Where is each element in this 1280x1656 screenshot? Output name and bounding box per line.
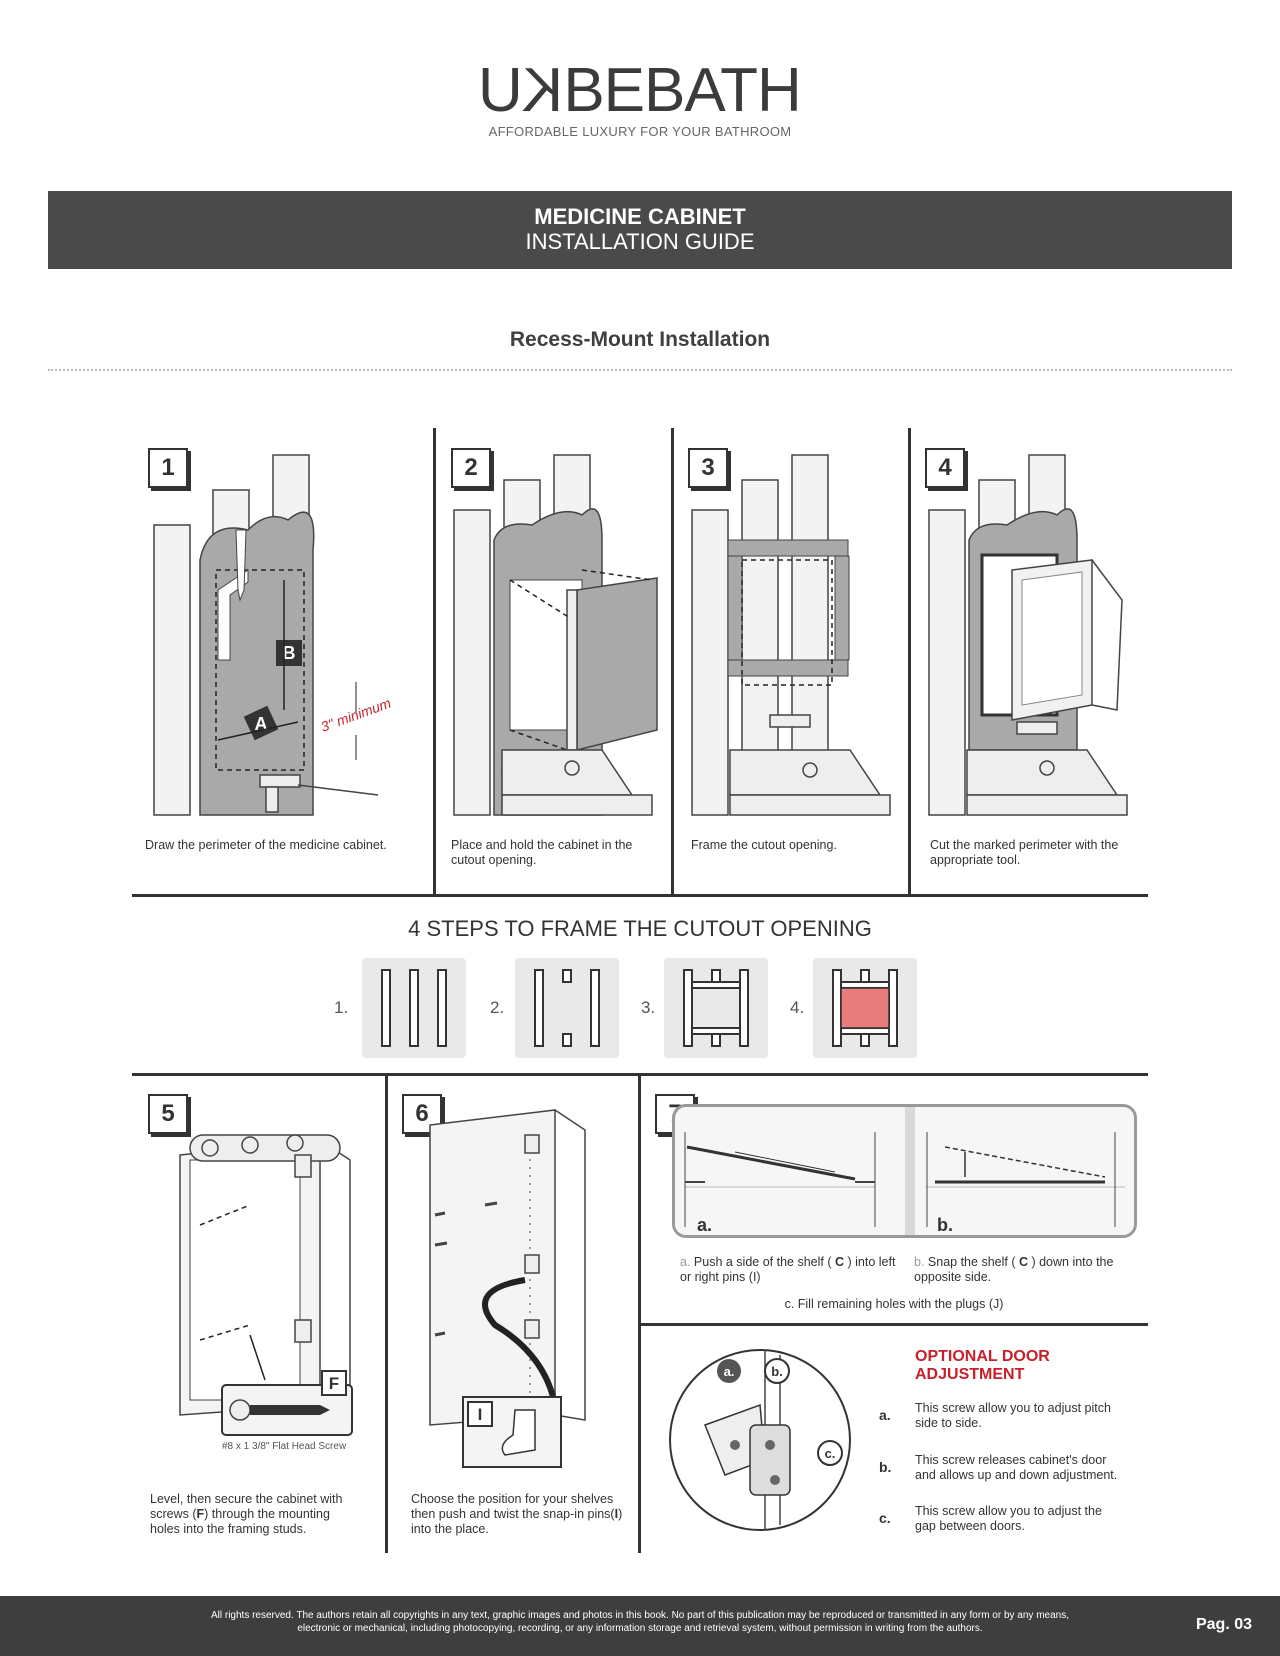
- caption-text: ) into left or right pins (I): [680, 1255, 896, 1284]
- caption-text: ) down into the opposite side.: [914, 1255, 1114, 1284]
- optional-title-line: ADJUSTMENT: [915, 1366, 1025, 1384]
- step-caption: Place and hold the cabinet in the cutout…: [451, 838, 633, 867]
- caption-part: C: [1018, 1255, 1028, 1269]
- option-letter: b.: [879, 1459, 892, 1475]
- step6-illustration: I: [429, 1109, 586, 1468]
- step5-caption: Level, then secure the cabinet with scre…: [150, 1492, 360, 1537]
- step2-illustration: [453, 454, 658, 816]
- divider-v: [433, 428, 436, 896]
- callout-c: c.: [825, 1446, 836, 1461]
- hinge-illustration: a. b. c.: [669, 1349, 851, 1531]
- page-number: Pag. 03: [1195, 1616, 1252, 1633]
- panel-b-label: b.: [937, 1215, 953, 1235]
- caption-text: Push a side of the shelf (: [693, 1255, 835, 1269]
- part-f-label: F: [329, 1374, 339, 1393]
- step7-caption-a: a. Push a side of the shelf ( C ) into l…: [680, 1255, 905, 1285]
- logo-letters: BEBATH: [563, 56, 801, 125]
- legal-notice: All rights reserved. The authors retain …: [170, 1610, 1110, 1635]
- callout-a: a.: [724, 1364, 735, 1379]
- step-caption: Cut the marked perimeter with the approp…: [930, 838, 1119, 867]
- framing-step-3: [664, 958, 768, 1058]
- step7-caption-b: b. Snap the shelf ( C ) down into the op…: [914, 1255, 1139, 1285]
- divider-v: [385, 1073, 388, 1553]
- step-caption: Draw the perimeter of the medicine cabin…: [145, 838, 387, 852]
- title-banner: MEDICINE CABINET INSTALLATION GUIDE: [48, 191, 1232, 269]
- section-title: Recess-Mount Installation: [509, 328, 771, 351]
- optional-title: OPTIONAL DOOR ADJUSTMENT: [915, 1348, 1050, 1385]
- step-number: 3: [688, 448, 728, 488]
- brand-logo: KUBEBATH AFFORDABLE LUXURY FOR YOUR BATH…: [0, 56, 1280, 139]
- caption-text: Choose the position for your shelves the…: [411, 1492, 615, 1521]
- framing-step-label: 4.: [790, 998, 805, 1017]
- divider-h: [640, 1323, 1148, 1326]
- caption-part: I: [614, 1507, 619, 1521]
- caption-text: Level, then secure the cabinet with scre…: [150, 1492, 343, 1521]
- part-i-label: I: [478, 1405, 483, 1424]
- option-text: This screw allow you to adjust the gap b…: [915, 1504, 1102, 1533]
- footer-bar: All rights reserved. The authors retain …: [0, 1596, 1280, 1656]
- framing-step-1: [362, 958, 466, 1058]
- banner-subtitle: INSTALLATION GUIDE: [525, 229, 755, 255]
- logo-wordmark: KUBEBATH: [0, 56, 1280, 125]
- callout-b: b.: [771, 1364, 783, 1379]
- banner-title: MEDICINE CABINET: [534, 204, 746, 229]
- caption-part: F: [196, 1507, 205, 1521]
- divider-v: [671, 428, 674, 896]
- caption-text: ) into the place.: [411, 1507, 623, 1536]
- step-caption: Frame the cutout opening.: [691, 838, 837, 852]
- logo-tagline: AFFORDABLE LUXURY FOR YOUR BATHROOM: [488, 124, 792, 139]
- dotted-divider: [48, 369, 1232, 371]
- option-letter: a.: [879, 1407, 891, 1423]
- caption-part: C: [834, 1255, 845, 1269]
- option-text: This screw releases cabinet's door and a…: [915, 1453, 1118, 1482]
- option-letter: c.: [879, 1510, 891, 1526]
- step3-illustration: [691, 454, 891, 816]
- step-number: 1: [148, 448, 188, 488]
- caption-letter: b.: [914, 1255, 925, 1269]
- step1-illustration: B A 3" minimum: [153, 454, 393, 816]
- step-number: 4: [925, 448, 965, 488]
- framing-title: 4 STEPS TO FRAME THE CUTOUT OPENING: [408, 916, 872, 941]
- logo-reversed-letters: KU: [479, 56, 564, 125]
- optional-title-line: OPTIONAL DOOR: [915, 1348, 1050, 1365]
- panel-a-label: a.: [697, 1215, 712, 1235]
- option-text: This screw allow you to adjust pitch sid…: [915, 1401, 1111, 1430]
- step4-illustration: [928, 454, 1128, 816]
- caption-text: Snap the shelf (: [927, 1255, 1019, 1269]
- divider-v: [908, 428, 911, 896]
- legal-line: All rights reserved. The authors retain …: [210, 1610, 1070, 1621]
- step-number: 5: [148, 1094, 188, 1134]
- divider-v: [638, 1073, 641, 1553]
- step7-caption-c: c. Fill remaining holes with the plugs (…: [784, 1297, 1004, 1311]
- step-number: 2: [451, 448, 491, 488]
- framing-step-4: [813, 958, 917, 1058]
- step5-illustration: F: [179, 1134, 353, 1436]
- divider-h: [132, 894, 1148, 897]
- step7-panels: a. b.: [672, 1104, 1137, 1238]
- framing-step-label: 3.: [641, 998, 656, 1017]
- legal-line: electronic or mechanical, including phot…: [297, 1622, 983, 1634]
- step6-caption: Choose the position for your shelves the…: [411, 1492, 631, 1537]
- framing-step-label: 1.: [334, 998, 349, 1017]
- framing-step-label: 2.: [490, 998, 505, 1017]
- label-b: B: [283, 643, 296, 663]
- caption-letter: a.: [680, 1255, 691, 1269]
- highlighted-opening: [840, 987, 890, 1029]
- screw-note: #8 x 1 3/8" Flat Head Screw: [222, 1441, 347, 1452]
- framing-step-2: [515, 958, 619, 1058]
- caption-text: ) through the mounting holes into the fr…: [150, 1507, 330, 1536]
